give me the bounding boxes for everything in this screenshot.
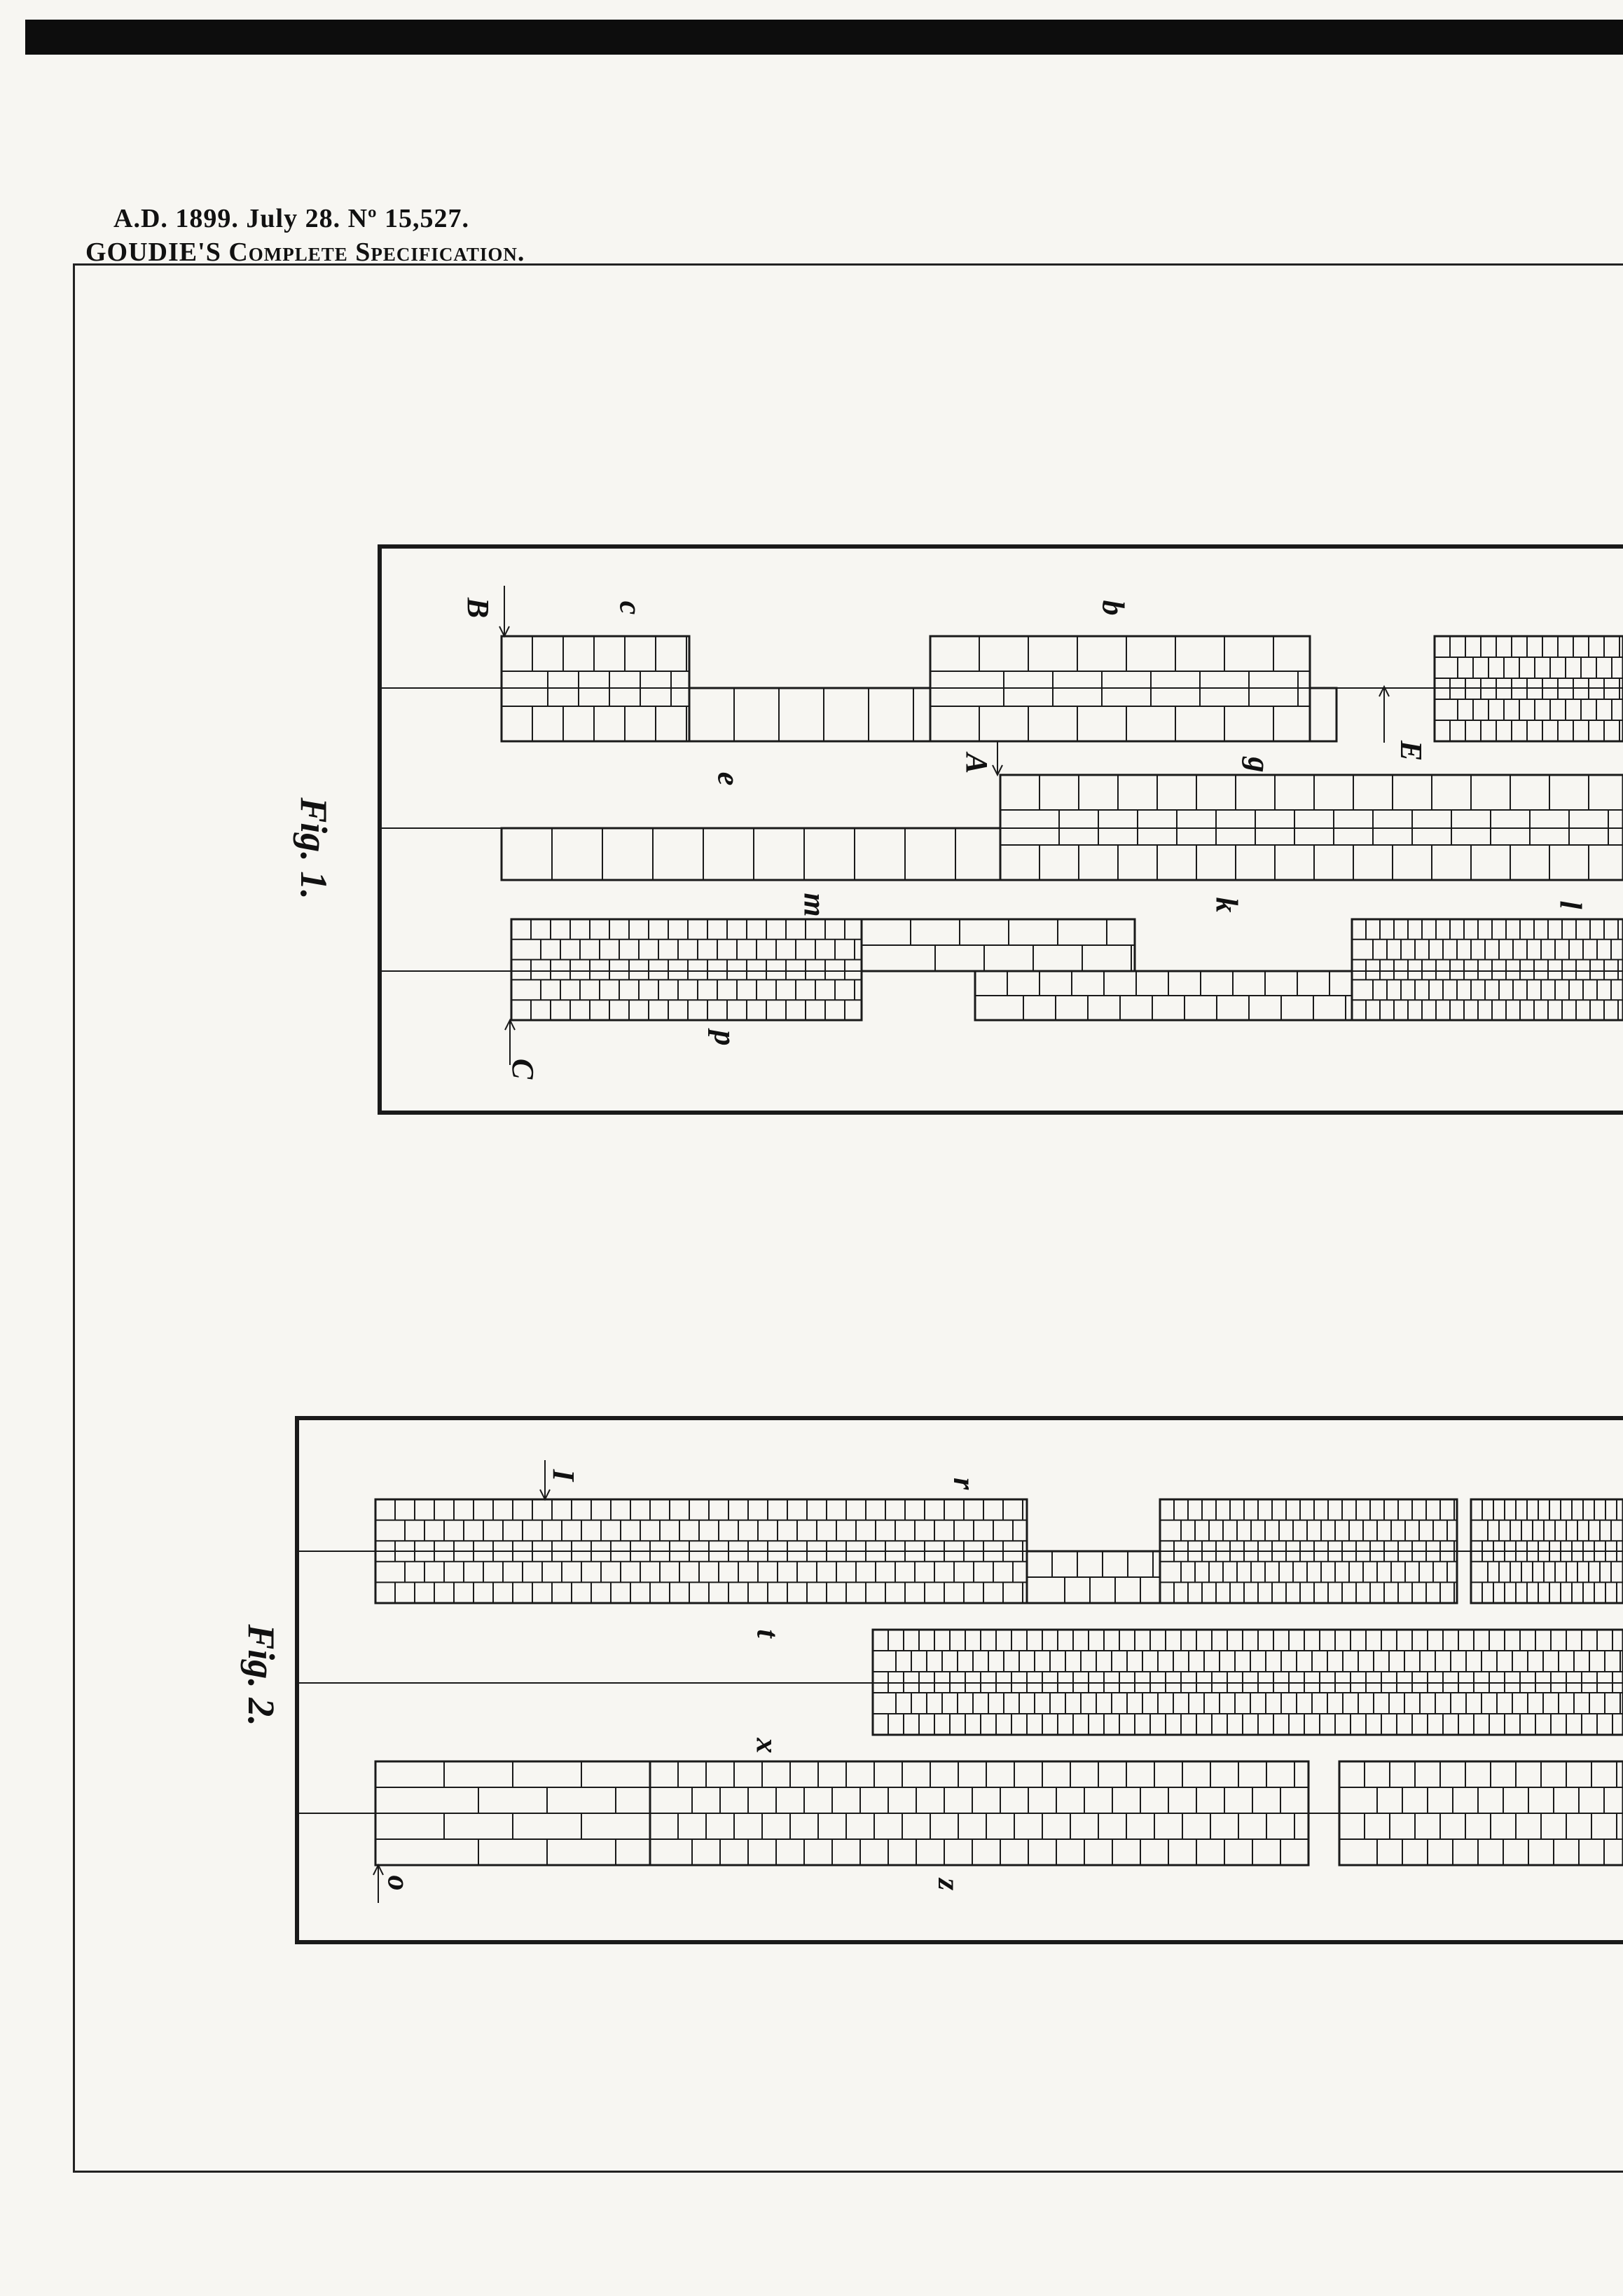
weave-block xyxy=(688,687,932,743)
fig-1-drawing xyxy=(378,544,1623,1115)
weave-block xyxy=(1351,918,1623,1022)
fig1-ref-letter: b xyxy=(1096,600,1131,616)
fig1-ref-letter: c xyxy=(613,600,648,615)
weave-block xyxy=(500,827,1002,881)
specification-title: GOUDIE'S Complete Specification. xyxy=(85,237,525,268)
specification-type: Complete Specification. xyxy=(228,238,525,267)
fig2-ref-letter: o xyxy=(381,1875,416,1891)
fig2-ref-letter: r xyxy=(947,1477,982,1490)
fig1-ref-letter: l xyxy=(1553,900,1588,909)
fig1-ref-letter: g xyxy=(1241,757,1276,773)
fig-1-frame xyxy=(378,544,1623,1115)
scan-border-bar xyxy=(25,20,1623,55)
fig2-ref-letter: t xyxy=(750,1629,785,1638)
fig1-ref-letter: E xyxy=(1394,740,1429,762)
arrow-head xyxy=(504,1018,516,1031)
weave-block xyxy=(1308,687,1338,743)
weave-block xyxy=(1433,635,1623,743)
fig1-ref-letter: m xyxy=(797,893,832,917)
arrow-head xyxy=(1379,685,1390,697)
fig1-ref-letter: C xyxy=(506,1058,541,1080)
weave-block xyxy=(510,918,863,1022)
fig-2-drawing xyxy=(295,1416,1623,1944)
fig1-ref-letter: B xyxy=(461,597,496,619)
specification-number: A.D. 1899. July 28. Nº 15,527. xyxy=(113,204,470,233)
fig2-ref-letter: I xyxy=(546,1469,581,1482)
fig1-ref-letter: p xyxy=(707,1030,743,1046)
fig1-ref-letter: k xyxy=(1209,897,1244,913)
fig-1-label: Fig. 1. xyxy=(292,797,335,900)
drawing-sheet-border xyxy=(73,263,1623,2173)
arrow-head xyxy=(373,1863,384,1876)
applicant-name: GOUDIE'S xyxy=(85,238,221,267)
fig-2-frame xyxy=(295,1416,1623,1944)
weave-block xyxy=(871,1628,1623,1736)
fig-2-label: Fig. 2. xyxy=(240,1624,282,1726)
fig2-ref-letter: x xyxy=(750,1738,785,1754)
weave-block xyxy=(999,774,1623,881)
fig1-ref-letter: A xyxy=(960,752,995,774)
fig2-ref-letter: z xyxy=(932,1878,967,1891)
arrow-head xyxy=(499,626,510,638)
arrow-head xyxy=(992,764,1003,777)
fig1-ref-letter: e xyxy=(711,771,746,786)
arrow-head xyxy=(539,1489,551,1501)
